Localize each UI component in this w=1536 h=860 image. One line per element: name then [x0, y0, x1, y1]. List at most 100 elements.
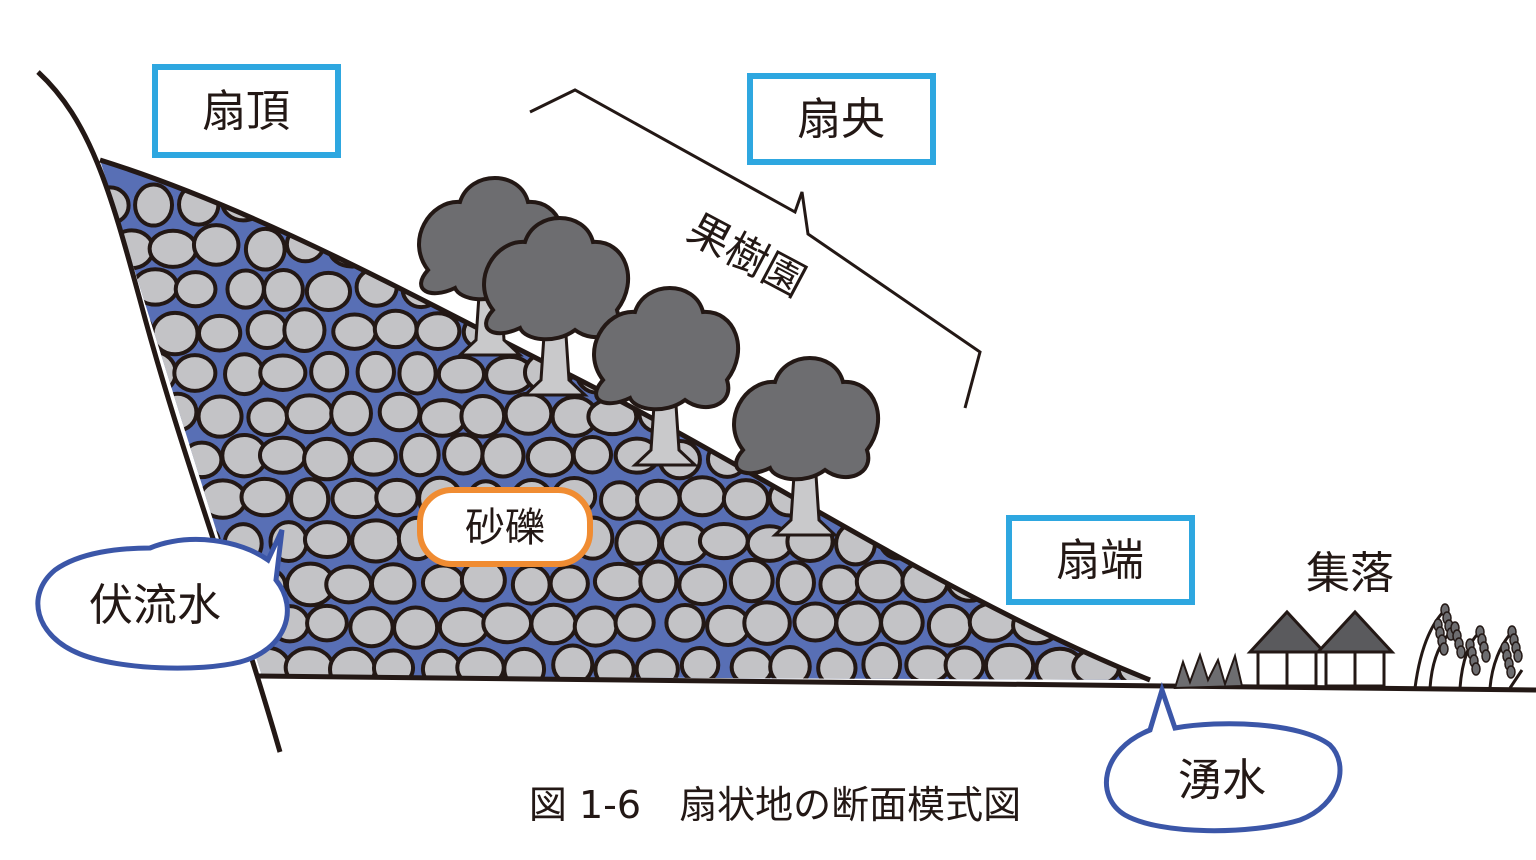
gravel-stone [677, 563, 728, 607]
gravel-stone [834, 600, 883, 646]
gravel-stone [635, 478, 682, 521]
gravel-stone [442, 432, 485, 476]
gravel-stone [330, 477, 381, 520]
gravel-stone [1079, 474, 1121, 520]
gravel-stone [399, 432, 441, 478]
gravel-stone [309, 350, 350, 393]
fan-end-label: 扇端 [1056, 535, 1144, 586]
gravel-stone [1120, 477, 1150, 519]
gravel-stone [1103, 437, 1147, 478]
gravel-stone [569, 187, 615, 228]
gravel-stone [1101, 269, 1148, 312]
gravel-stone [614, 182, 664, 227]
gravel-stone [993, 477, 1035, 523]
gravel-stone [328, 646, 377, 680]
gravel-stone [137, 432, 179, 476]
gravel-stone [875, 183, 926, 230]
gravel-stone [818, 564, 861, 605]
gravel-stone [943, 391, 995, 435]
gravel-stone [551, 643, 595, 680]
gravel-stone [100, 351, 135, 392]
gravel-stone [640, 227, 684, 269]
gravel-stone [420, 648, 463, 680]
grass-icon [1173, 651, 1244, 690]
gravel-stone [414, 311, 462, 351]
gravel-stone [816, 477, 858, 517]
gravel-stone [324, 564, 374, 605]
gravel-stone [855, 309, 897, 350]
gravel-stone [968, 181, 1013, 223]
gravel-stone [792, 601, 839, 643]
rice-grain [1471, 662, 1481, 676]
gravel-stone [721, 478, 770, 521]
gravel-stone [502, 646, 547, 680]
gravel-stone [592, 561, 645, 602]
underflow-label: 伏流水 [89, 580, 221, 631]
gravel-stone [418, 398, 468, 438]
gravel-stone [1015, 269, 1060, 310]
gravel-stone [614, 520, 662, 566]
gravel-stone [173, 270, 218, 309]
gravel-stone [304, 270, 353, 313]
gravel-stone [987, 308, 1030, 350]
gravel-stone [877, 434, 927, 479]
gravel-stone [855, 482, 901, 522]
ground-baseline [257, 673, 1536, 693]
gravel-stone [459, 393, 507, 439]
gravel-stone [420, 563, 466, 603]
gravel-stone [262, 267, 305, 312]
gravel-stone [525, 436, 576, 478]
gravel-stone [904, 396, 950, 439]
settlement-illustration [1173, 603, 1524, 690]
gravel-stone [942, 482, 994, 522]
gravel-stone [196, 394, 244, 439]
gravel-stone [147, 228, 199, 269]
gravel-stone [599, 480, 641, 521]
gravel-stone [902, 477, 946, 524]
gravel-stone [679, 646, 721, 680]
gravel-stone [927, 350, 968, 390]
gravel-stone [503, 391, 554, 436]
gravel-stone [100, 437, 134, 482]
gravel-stone [1093, 351, 1143, 396]
gravel-stone [329, 390, 373, 437]
spring-label: 湧水 [1178, 755, 1266, 806]
gravel-stone [1057, 268, 1100, 310]
gravel-stone [983, 642, 1036, 680]
gravel-stone [1031, 479, 1083, 521]
gravel-stone [1079, 395, 1124, 439]
tree-icon [592, 286, 741, 467]
gravel-stone [812, 307, 861, 351]
orchard-bracket [529, 88, 982, 409]
gravel-stone [245, 310, 289, 351]
gravel-stone [771, 307, 815, 354]
gravel-stone [656, 183, 702, 223]
gravel-stone [150, 310, 200, 357]
gravel-stone [369, 562, 417, 605]
gravel-stone [243, 226, 287, 272]
orchard-trees [417, 176, 881, 537]
gravel-stone [943, 645, 986, 680]
rice-grain [1439, 642, 1449, 656]
rice-grains [1433, 603, 1523, 679]
gravel-stone [480, 433, 526, 479]
gravel-stone [877, 518, 920, 561]
gravel-stone [861, 641, 903, 680]
gravel-stone [917, 520, 967, 560]
fan-top-label: 扇頂 [202, 86, 290, 137]
gravel-stone [289, 477, 331, 522]
gravel-stone [305, 603, 349, 643]
gravel-stone [133, 182, 175, 228]
gravel-stone [831, 183, 881, 223]
fan-end-box: 扇端 [1006, 515, 1195, 605]
gravel-stone [349, 437, 398, 477]
gravel-stone [548, 564, 590, 603]
gravel-stone [790, 186, 837, 228]
gravel-stone [964, 436, 1013, 483]
gravel-stone [728, 558, 775, 604]
tree-icon [732, 356, 881, 537]
gravel-stone [301, 179, 354, 226]
gravel-stone [225, 268, 266, 310]
gravel-stone [283, 646, 335, 680]
gravel-stone [105, 475, 153, 520]
